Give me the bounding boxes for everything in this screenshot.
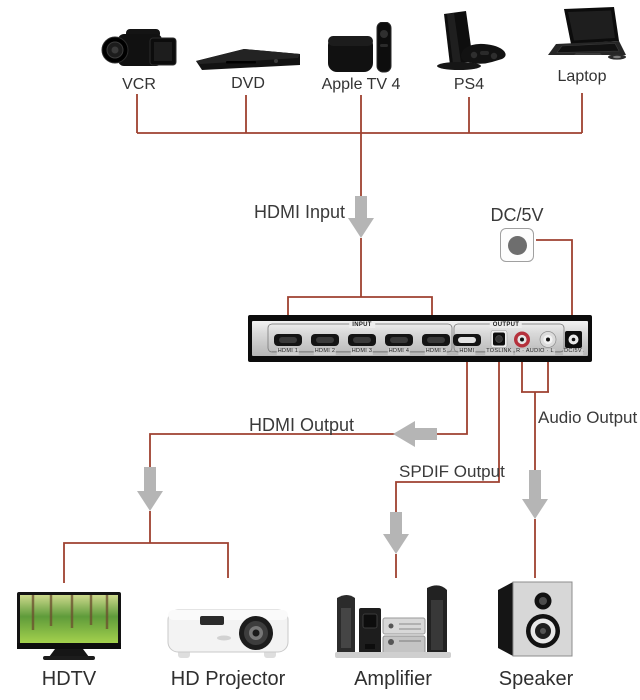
- source-device-vcr: VCR: [99, 25, 179, 94]
- laptop-icon: [538, 5, 626, 65]
- arrow-down-spdif: [383, 512, 409, 554]
- sink-label-hdtv: HDTV: [41, 668, 97, 690]
- spdif-output-label: SPDIF Output: [399, 462, 505, 481]
- audio-output-label: Audio Output: [538, 408, 638, 427]
- hdtv-icon: [17, 592, 121, 662]
- port-label-hdmi5: HDMI 5: [424, 348, 448, 355]
- sink-label-amplifier: Amplifier: [354, 668, 432, 690]
- source-label-vcr: VCR: [122, 76, 156, 93]
- arrow-left-hdmi-output: [393, 421, 437, 447]
- sink-device-hdtv: HDTV: [17, 592, 121, 691]
- camcorder-icon: [100, 25, 178, 73]
- arrow-down-audio: [522, 470, 548, 519]
- port-label-hdmi4: HDMI 4: [387, 348, 411, 355]
- port-label-hdmi2: HDMI 2: [313, 348, 337, 355]
- source-drop-lines: [136, 93, 583, 133]
- port-label-dc: DC/5V: [563, 348, 583, 355]
- arrow-down-hdtv: [137, 467, 163, 511]
- sink-device-amplifier: Amplifier: [334, 576, 452, 691]
- hdmi-switch-device: INPUT OUTPUT HDMI 1 HDMI 2 HDMI 3 HDMI 4…: [248, 315, 592, 362]
- dc-power-line: [536, 239, 573, 316]
- sink-label-speaker: Speaker: [498, 668, 574, 690]
- source-label-apple-tv: Apple TV 4: [321, 76, 401, 93]
- source-device-ps4: PS4: [429, 8, 509, 94]
- hdmi-input-label: HDMI Input: [253, 202, 345, 222]
- dvd-player-icon: [196, 25, 300, 72]
- hdmi-output-line: [63, 361, 468, 583]
- sink-device-projector: HD Projector: [164, 602, 292, 691]
- projector-icon: [166, 602, 290, 662]
- switch-ports-graphic: [267, 323, 584, 353]
- game-console-icon: [430, 8, 508, 73]
- source-label-dvd: DVD: [231, 75, 265, 92]
- source-device-dvd: DVD: [194, 25, 302, 93]
- speaker-icon: [498, 578, 574, 662]
- source-label-laptop: Laptop: [557, 68, 607, 85]
- switch-input-section-label: INPUT: [349, 322, 375, 328]
- apple-tv-icon: [328, 20, 394, 73]
- dc-adapter-icon: [500, 228, 534, 262]
- sink-label-projector: HD Projector: [170, 668, 286, 690]
- port-label-audio: R · AUDIO · L: [515, 348, 555, 355]
- source-device-laptop: Laptop: [537, 5, 627, 86]
- hdmi-output-label: HDMI Output: [249, 415, 355, 435]
- amplifier-icon: [335, 576, 451, 662]
- port-label-hdmi3: HDMI 3: [350, 348, 374, 355]
- hdmi-input-line: [287, 133, 433, 316]
- arrow-down-hdmi-input: [348, 196, 374, 238]
- source-device-apple-tv: Apple TV 4: [322, 20, 400, 94]
- source-label-ps4: PS4: [453, 76, 485, 93]
- audio-line: [521, 361, 549, 578]
- spdif-line: [395, 361, 500, 578]
- port-label-hdmi1: HDMI 1: [276, 348, 300, 355]
- port-label-hdmi-out: HDMI: [458, 348, 476, 355]
- sink-device-speaker: Speaker: [497, 578, 575, 691]
- switch-output-section-label: OUTPUT: [489, 322, 523, 328]
- port-label-toslink: TOSLINK: [485, 348, 513, 355]
- dc-power-label: DC/5V: [490, 205, 544, 225]
